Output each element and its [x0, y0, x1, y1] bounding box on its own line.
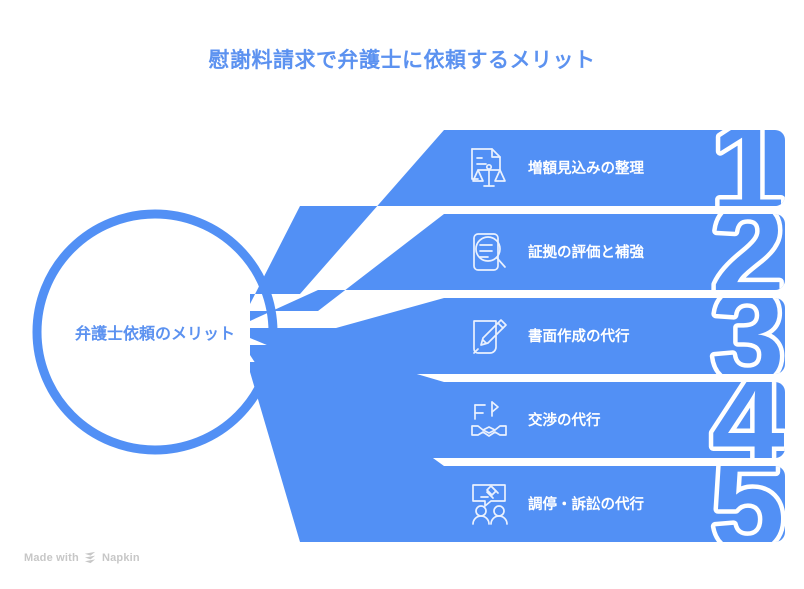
napkin-logo-icon: [84, 551, 96, 564]
row-label-4: 交渉の代行: [528, 413, 601, 429]
step-number-group: 1 2 3 4 5: [707, 94, 785, 577]
connector-group: [250, 130, 470, 542]
document-magnifier-icon: [462, 225, 516, 279]
step-number-3: 3: [711, 262, 784, 409]
connector-1: [250, 130, 470, 304]
gavel-people-icon: [462, 477, 516, 531]
document-pen-icon: [462, 309, 516, 363]
connector-5: [250, 362, 470, 542]
handshake-icon: [462, 393, 516, 447]
watermark-brand: Napkin: [101, 551, 140, 564]
row-label-3: 書面作成の代行: [528, 329, 630, 345]
bar-1[interactable]: [444, 130, 785, 206]
bar-2[interactable]: [444, 214, 785, 290]
row-label-1: 増額見込みの整理: [528, 161, 644, 177]
bar-5[interactable]: [444, 466, 785, 542]
page-title: 慰謝料請求で弁護士に依頼するメリット: [208, 49, 596, 72]
connector-2: [250, 214, 470, 321]
bar-group: [444, 130, 785, 542]
row-label-5: 調停・訴訟の代行: [528, 497, 644, 513]
step-number-2: 2: [711, 178, 784, 325]
step-number-5: 5: [711, 430, 784, 577]
row-label-2: 証拠の評価と補強: [528, 245, 644, 261]
step-number-4: 4: [711, 346, 784, 493]
document-scales-icon: [462, 141, 516, 195]
bar-3[interactable]: [444, 298, 785, 374]
watermark: Made with Napkin: [24, 551, 140, 564]
watermark-prefix: Made with: [24, 551, 79, 564]
bar-4[interactable]: [444, 382, 785, 458]
step-number-1: 1: [711, 94, 784, 241]
hub-label: 弁護士依頼のメリット: [74, 326, 235, 343]
